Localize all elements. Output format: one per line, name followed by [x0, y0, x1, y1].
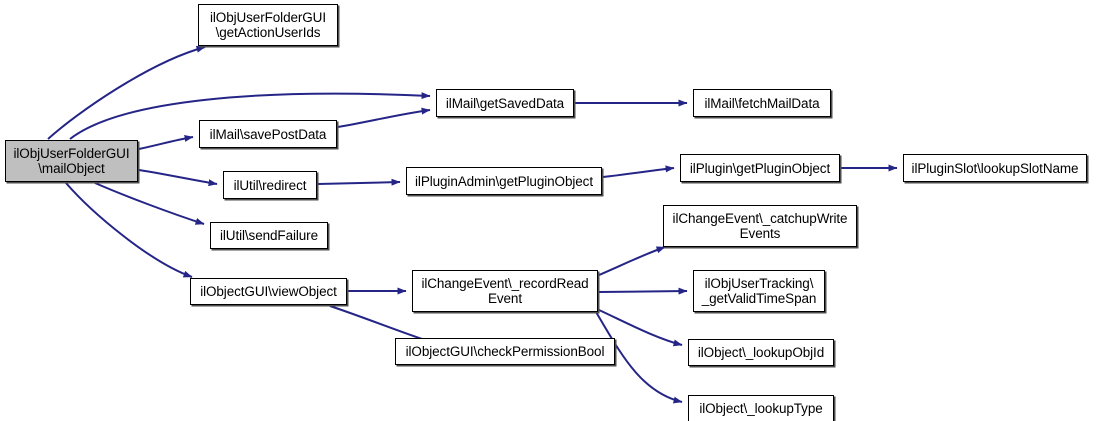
node-getactionuserids[interactable]: ilObjUserFolderGUI \getActionUserIds	[198, 4, 338, 46]
node-sendfailure[interactable]: ilUtil\sendFailure	[210, 222, 328, 249]
node-redirect[interactable]: ilUtil\redirect	[223, 171, 317, 199]
edge-savepostdata-getsaveddata	[337, 107, 431, 128]
edge-recordreadevent-catchupwriteevents	[598, 246, 666, 276]
node-label: ilObject\_lookupType	[699, 401, 823, 416]
node-label: ilObjUserFolderGUI \getActionUserIds	[210, 10, 326, 40]
edge-pluginadmin-plugingetpluginobject	[602, 165, 675, 178]
edge-mailobject-savepostdata	[138, 134, 194, 150]
node-catchupwriteevents[interactable]: ilChangeEvent\_catchupWrite Events	[663, 205, 857, 247]
node-getsaveddata[interactable]: ilMail\getSavedData	[436, 89, 574, 117]
edge-mailobject-sendfailure	[94, 182, 205, 225]
node-label: ilObjUserFolderGUI \mailObject	[13, 146, 130, 176]
node-viewobject[interactable]: ilObjectGUI\viewObject	[190, 278, 347, 305]
node-label: ilObjectGUI\checkPermissionBool	[405, 344, 605, 359]
node-label: ilUtil\redirect	[233, 177, 307, 193]
node-label: ilPluginSlot\lookupSlotName	[911, 160, 1079, 176]
edge-mailobject-getactionuserids	[47, 45, 206, 140]
node-label: ilPluginAdmin\getPluginObject	[415, 173, 593, 189]
edge-mailobject-viewobject	[65, 182, 193, 278]
node-lookupslotname[interactable]: ilPluginSlot\lookupSlotName	[903, 154, 1087, 182]
node-lookuptype[interactable]: ilObject\_lookupType	[688, 395, 834, 421]
node-lookupobjid[interactable]: ilObject\_lookupObjId	[688, 339, 834, 366]
node-label: ilObject\_lookupObjId	[697, 345, 825, 360]
node-label: ilChangeEvent\_recordRead Event	[421, 276, 589, 306]
node-label: ilUtil\sendFailure	[220, 228, 318, 243]
node-label: ilChangeEvent\_catchupWrite Events	[672, 211, 848, 241]
node-getvalidtimespan[interactable]: ilObjUserTracking\ _getValidTimeSpan	[693, 270, 825, 312]
node-label: ilMail\getSavedData	[445, 95, 565, 111]
node-fetchmaildata[interactable]: ilMail\fetchMailData	[693, 89, 831, 117]
node-label: ilMail\savePostData	[209, 126, 327, 142]
edge-redirect-pluginadmingetpluginobject	[317, 178, 401, 186]
node-label: ilPlugin\getPluginObject	[689, 160, 831, 176]
node-checkpermissionbool[interactable]: ilObjectGUI\checkPermissionBool	[395, 338, 615, 365]
edge-recordreadevent-getvalidtimespan	[598, 287, 688, 295]
node-label: ilObjUserTracking\ _getValidTimeSpan	[701, 276, 817, 306]
node-savepostdata[interactable]: ilMail\savePostData	[199, 120, 337, 148]
node-mailobject[interactable]: ilObjUserFolderGUI \mailObject	[5, 140, 138, 182]
edge-mailobject-redirect	[138, 169, 218, 187]
node-pluginadmin-getpluginobject[interactable]: ilPluginAdmin\getPluginObject	[406, 167, 602, 195]
node-label: ilObjectGUI\viewObject	[200, 284, 337, 299]
node-recordreadevent[interactable]: ilChangeEvent\_recordRead Event	[412, 270, 598, 312]
node-label: ilMail\fetchMailData	[704, 95, 820, 111]
node-plugin-getpluginobject[interactable]: ilPlugin\getPluginObject	[680, 154, 840, 182]
